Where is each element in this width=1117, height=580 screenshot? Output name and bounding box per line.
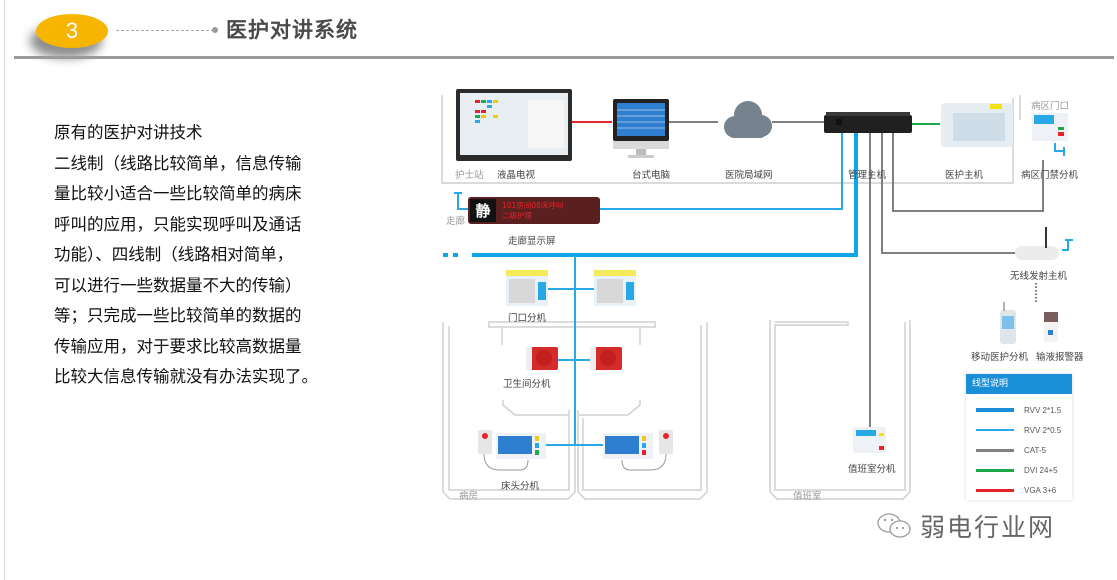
device-label-medical-host: 医护主机	[945, 170, 984, 181]
door-unit-icon	[594, 270, 636, 306]
device-label-mobile-unit: 移动医护分机	[971, 352, 1029, 363]
device-label-bathroom-unit: 卫生间分机	[503, 379, 551, 390]
text-line: 量比较小适合一些比较简单的病床	[54, 184, 302, 203]
legend-label: DVI 24+5	[1024, 465, 1058, 475]
door-unit-icon	[506, 270, 548, 306]
header-dotted-connector	[116, 30, 214, 31]
device-label-bedside-unit: 床头分机	[501, 481, 540, 492]
rvv-corridor-line	[600, 133, 843, 210]
area-label-nurse-station: 护士站	[455, 170, 484, 181]
device-label-hospital-lan: 医院局域网	[725, 170, 773, 181]
text-line: 原有的医护对讲技术	[54, 123, 203, 142]
corridor-display-icon	[468, 197, 600, 224]
wechat-icon	[877, 513, 911, 538]
legend-label: RVV 2*1.5	[1024, 405, 1062, 415]
legend-item: VGA 3+6	[966, 480, 1072, 500]
text-line: 可以进行一些数据量不大的传输）	[54, 275, 302, 295]
medical-host-icon	[941, 103, 1013, 147]
area-label-corridor: 走廊	[446, 216, 466, 227]
watermark-text: 弱电行业网	[920, 513, 1056, 542]
device-label-door-unit: 门口分机	[508, 313, 547, 324]
cloud-icon	[724, 101, 772, 138]
text-line: 功能）、四线制（线路相对简单，	[54, 245, 294, 264]
lcd-tv-icon	[456, 89, 572, 161]
description-paragraph: 原有的医护对讲技术 二线制（线路比较简单，信息传输 量比较小适合一些比较简单的病…	[54, 118, 364, 393]
line-type-legend: 线型说明 RVV 2*1.5 RVV 2*0.5 CAT-5 DVI 24+5 …	[966, 374, 1072, 500]
corridor-display-line2: 二级护理	[502, 210, 532, 220]
bathroom-unit-icon	[590, 347, 622, 370]
header-dot	[212, 27, 218, 33]
device-label-lcd-tv: 液晶电视	[497, 170, 536, 181]
area-label-ward-entrance: 病区门口	[1031, 101, 1070, 112]
text-line: 传输应用，对于要求比较高数据量	[54, 336, 302, 356]
device-label-infusion-alarm: 输液报警器	[1036, 352, 1084, 363]
wireless-transmitter-icon	[1015, 227, 1059, 260]
device-label-wireless-transmitter: 无线发射主机	[1010, 271, 1068, 282]
corridor-display-keep-quiet: 静	[475, 202, 490, 220]
device-label-ward-access: 病区门禁分机	[1021, 170, 1079, 181]
legend-label: VGA 3+6	[1024, 485, 1057, 495]
legend-item: RVV 2*0.5	[966, 420, 1072, 440]
section-number-badge: 3	[36, 14, 108, 48]
bedside-unit-icon	[603, 430, 673, 471]
device-label-duty-room-unit: 值班室分机	[848, 464, 896, 475]
management-host-icon	[824, 112, 912, 133]
desktop-pc-icon	[613, 99, 669, 158]
device-label-management-host: 管理主机	[848, 170, 887, 181]
legend-title: 线型说明	[966, 374, 1072, 394]
duty-room-unit-icon	[853, 427, 886, 453]
corridor-ground-symbol	[454, 192, 468, 210]
legend-swatch-dvi	[976, 468, 1014, 472]
legend-item: RVV 2*1.5	[966, 400, 1072, 420]
bus-dash	[443, 253, 448, 257]
legend-swatch-vga	[976, 488, 1014, 492]
text-line: 比较大信息传输就没有办法实现了。	[54, 367, 318, 386]
area-label-duty-room: 值班室	[793, 491, 822, 502]
wireless-ground-symbol	[1062, 239, 1073, 251]
legend-item: CAT-5	[966, 440, 1072, 460]
watermark: 弱电行业网	[876, 508, 1055, 544]
corridor-display-line1: 101房间08床呼叫	[502, 200, 563, 210]
access-control-unit-icon	[1032, 113, 1068, 141]
legend-label: RVV 2*0.5	[1024, 425, 1062, 435]
device-label-corridor-display: 走廊显示屏	[508, 236, 556, 247]
bedside-unit-icon	[478, 430, 546, 471]
access-ground-symbol	[1054, 143, 1065, 156]
text-line: 呼叫的应用，只能实现呼叫及通话	[54, 214, 302, 234]
legend-swatch-cat5	[976, 448, 1014, 452]
rvv-main-bus	[472, 133, 858, 257]
bus-dash	[453, 253, 458, 257]
ward-room-frames	[442, 320, 911, 500]
legend-swatch-rvv-2x0.5	[976, 429, 1014, 431]
infusion-alarm-icon	[1044, 312, 1058, 342]
page-title: 医护对讲系统	[226, 18, 358, 42]
legend-label: CAT-5	[1024, 445, 1047, 455]
cat5-wireless	[881, 133, 1015, 254]
text-line: 等；只完成一些比较简单的数据的	[54, 306, 302, 325]
mobile-unit-icon	[1000, 302, 1016, 344]
legend-swatch-rvv-2x1.5	[976, 408, 1014, 412]
page-left-border	[4, 0, 5, 580]
bathroom-unit-icon	[526, 347, 558, 370]
legend-item: DVI 24+5	[966, 460, 1072, 480]
device-label-desktop-pc: 台式电脑	[632, 170, 671, 181]
text-line: 二线制（线路比较简单，信息传输	[54, 153, 302, 173]
area-label-ward: 病房	[459, 491, 479, 502]
cat5-access	[892, 133, 1044, 212]
header-divider	[14, 56, 1114, 59]
